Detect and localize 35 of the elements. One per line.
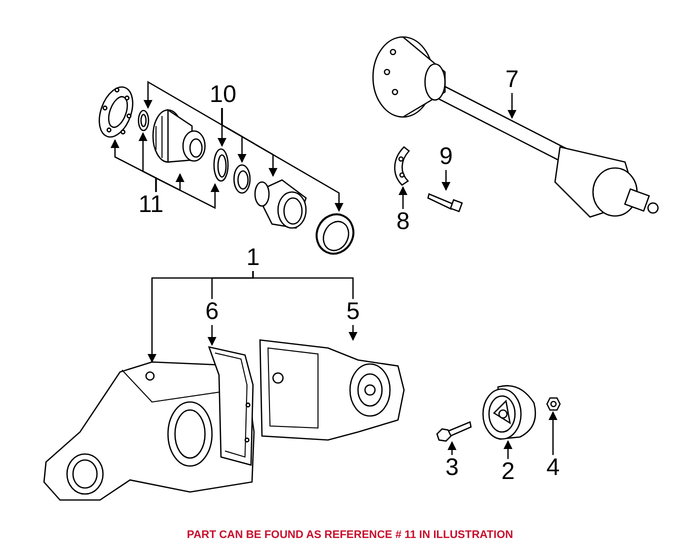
ring-drawing [214, 149, 228, 181]
callout-number: 2 [497, 459, 519, 485]
leader-line [447, 441, 457, 455]
ring-drawing [234, 165, 250, 193]
leader-line [143, 80, 223, 126]
callout-number: 1 [242, 245, 264, 271]
bolt-drawing [437, 422, 471, 441]
leader-line [155, 176, 220, 210]
callout-number: 8 [392, 209, 414, 235]
callout-number: 4 [542, 455, 564, 481]
callout-number: 11 [136, 192, 166, 218]
leader-line [207, 325, 217, 346]
callout-number: 7 [501, 67, 523, 93]
leader-line [252, 271, 354, 299]
callout-number: 10 [208, 82, 238, 108]
joint-drawing [153, 110, 205, 162]
leader-line [503, 440, 513, 459]
leader-line [441, 170, 451, 191]
leader-line [348, 325, 358, 341]
note: PART CAN BE FOUND AS REFERENCE # 11 IN ILLUSTRATION [186, 529, 514, 541]
bolt-drawing [428, 194, 462, 212]
callout-number: 9 [435, 144, 457, 170]
callout-number: 3 [441, 455, 463, 481]
nut-drawing [547, 398, 560, 410]
callout-number: 5 [342, 299, 364, 325]
callout-number: 6 [201, 299, 223, 325]
snap-ring-drawing [138, 110, 148, 130]
gasket-drawing [209, 347, 253, 465]
leader-line [398, 186, 408, 209]
cover-drawing [260, 340, 404, 440]
leader-line [507, 93, 517, 119]
mount-drawing [483, 386, 536, 439]
boot-drawing [255, 180, 306, 228]
leader-line [221, 108, 344, 212]
leader-line [548, 411, 558, 455]
